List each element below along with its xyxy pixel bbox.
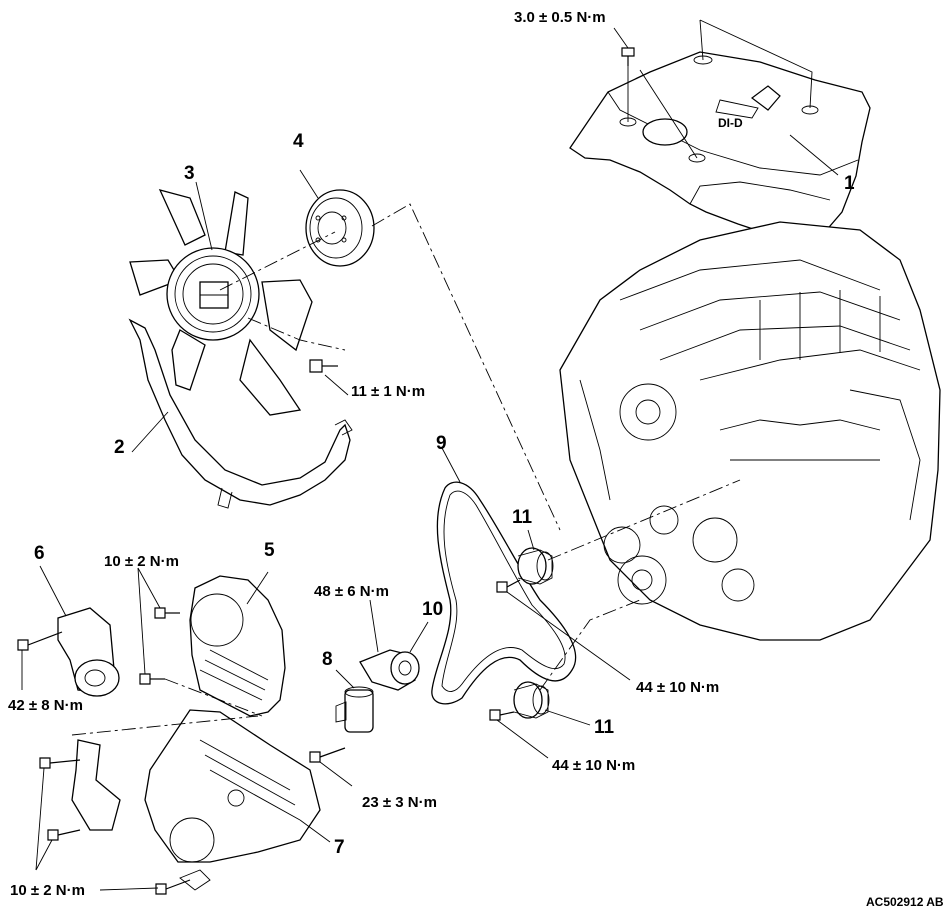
engine-cover-part-1: DI-D xyxy=(569,51,871,241)
part-number-9: 9 xyxy=(436,433,447,454)
drive-belt-part-9 xyxy=(431,447,577,705)
part-number-8: 8 xyxy=(322,649,333,670)
timing-cover-part-5 xyxy=(189,571,286,717)
tensioner-pulley-part-10 xyxy=(359,599,429,691)
part-number-2: 2 xyxy=(114,437,125,458)
tensioner-part-6 xyxy=(17,565,120,697)
part-number-3: 3 xyxy=(184,163,195,184)
torque-case-bolt-upper: 10 ± 2 N·m xyxy=(104,553,179,570)
part-number-6: 6 xyxy=(34,543,45,564)
cover-bolt xyxy=(613,19,813,159)
part-number-5: 5 xyxy=(264,540,275,561)
part-number-4: 4 xyxy=(293,131,304,152)
fan-bolt xyxy=(247,317,349,396)
part-number-11-lower: 11 xyxy=(594,717,615,738)
part-number-1: 1 xyxy=(844,173,855,194)
cooling-fan-part-3 xyxy=(129,189,313,416)
torque-fan-bolt: 11 ± 1 N·m xyxy=(351,383,426,400)
torque-tensioner-bolt: 42 ± 8 N·m xyxy=(8,697,83,714)
torque-cover-bolt: 3.0 ± 0.5 N·m xyxy=(514,9,606,26)
case-bolts-upper xyxy=(137,567,263,717)
part-number-10: 10 xyxy=(422,599,444,620)
timing-cover-part-7 xyxy=(144,709,331,863)
svg-text:DI-D: DI-D xyxy=(718,116,743,130)
idler-pulley-lower-part-11 xyxy=(489,599,641,759)
torque-case-bolt-lower: 10 ± 2 N·m xyxy=(10,882,85,899)
part-number-11-upper: 11 xyxy=(512,507,533,528)
torque-tensioner-bracket: 48 ± 6 N·m xyxy=(314,583,389,600)
leader-2 xyxy=(131,411,169,453)
figure-code: AC502912 AB xyxy=(866,895,944,909)
leader-3 xyxy=(195,181,213,251)
engine-assembly xyxy=(559,221,941,641)
torque-autotensioner: 23 ± 3 N·m xyxy=(362,794,437,811)
part-number-7: 7 xyxy=(334,837,345,858)
pulley-part-4 xyxy=(219,169,561,531)
autotensioner-part-8 xyxy=(309,669,374,787)
torque-idler-upper: 44 ± 10 N·m xyxy=(636,679,720,696)
lower-bracket-and-bolts xyxy=(35,715,259,895)
leader-1 xyxy=(789,134,839,176)
torque-idler-lower: 44 ± 10 N·m xyxy=(552,757,636,774)
fan-shroud-part-2 xyxy=(128,318,353,509)
idler-pulley-upper-part-11 xyxy=(496,479,741,681)
